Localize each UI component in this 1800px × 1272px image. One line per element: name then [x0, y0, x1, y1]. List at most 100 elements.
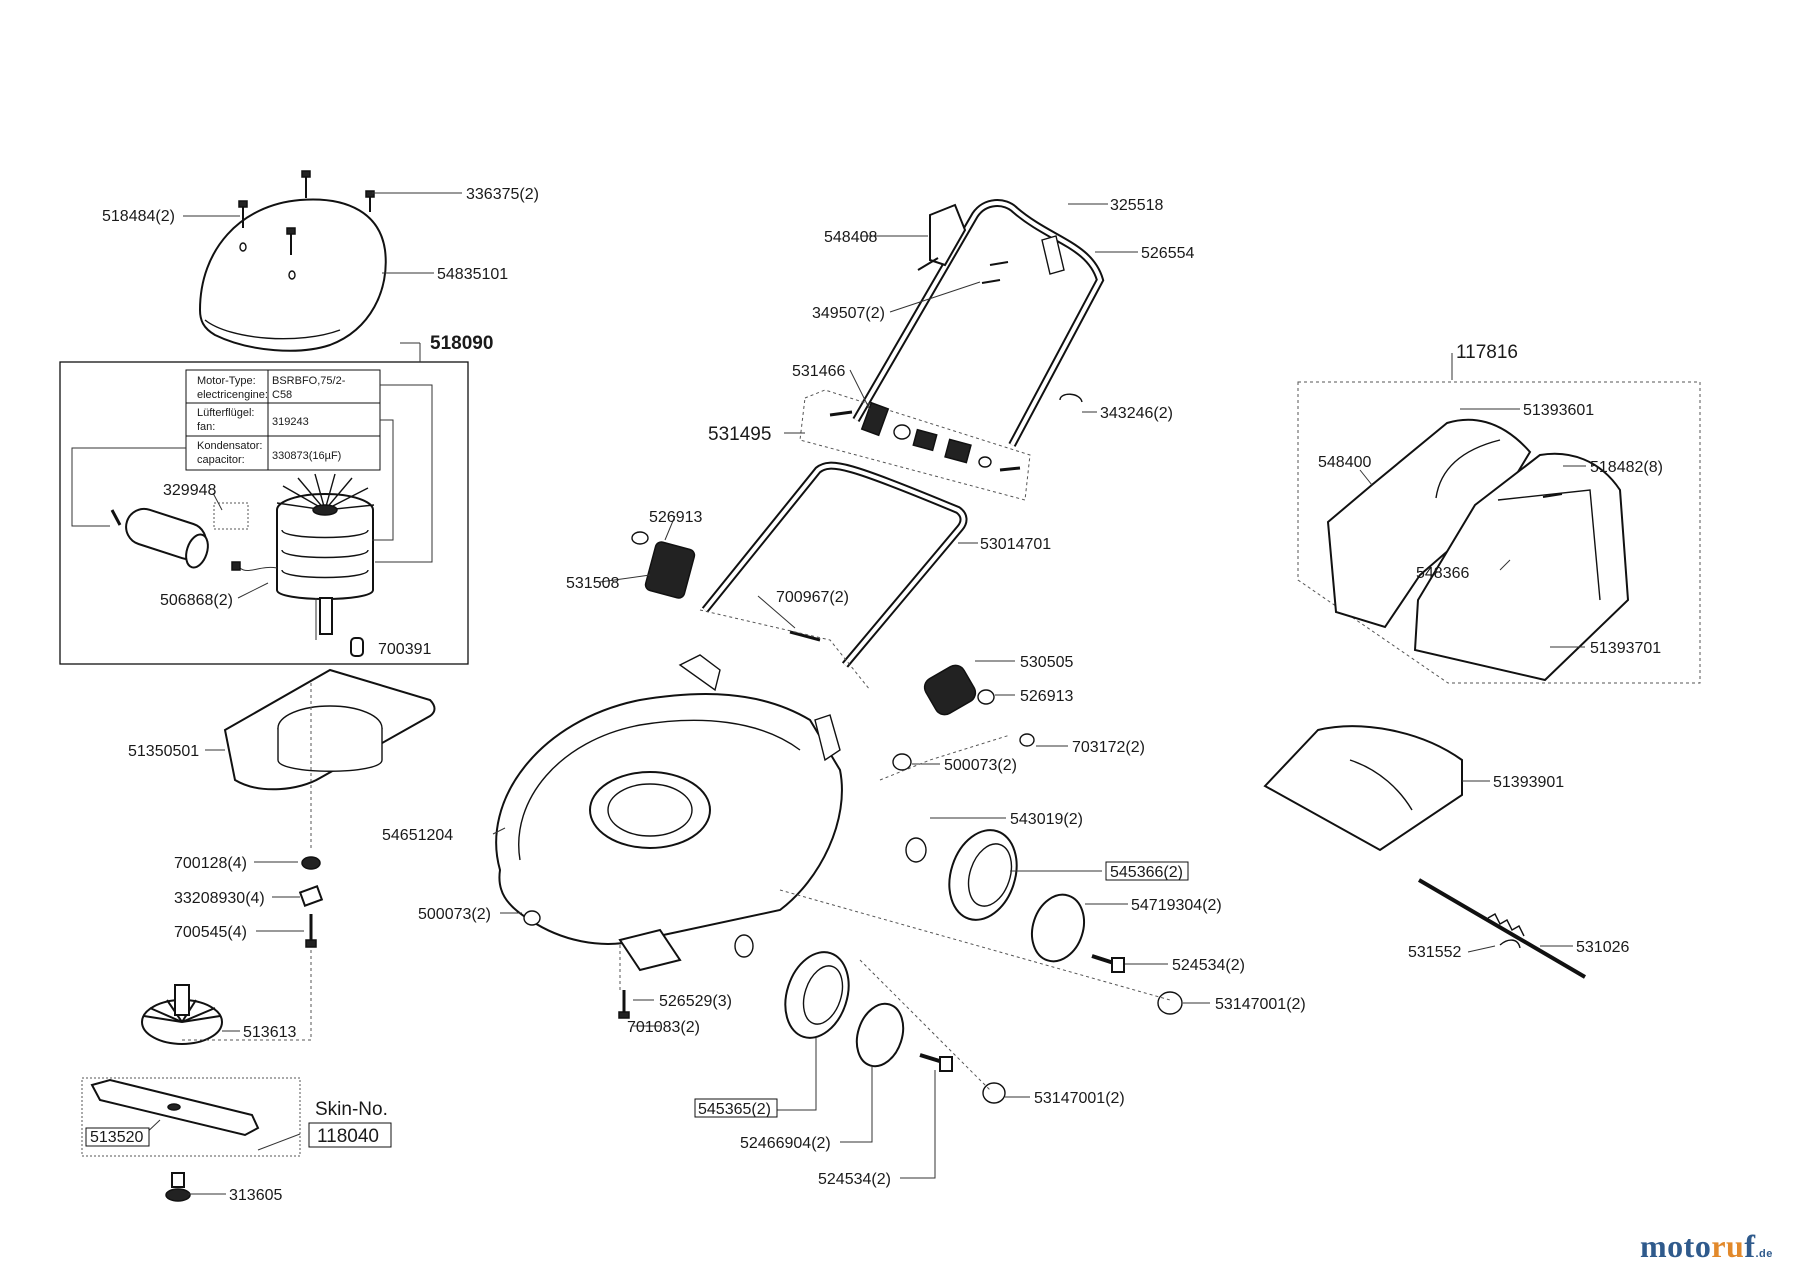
- callout-526913-mid: 526913: [1020, 688, 1073, 705]
- table-fan-value: 319243: [272, 416, 309, 428]
- callout-500073-left: 500073(2): [418, 906, 491, 923]
- label-box-545366: [1105, 861, 1189, 881]
- callout-518484: 518484(2): [102, 208, 175, 225]
- cover-screws: [238, 170, 375, 255]
- callout-545365: 545365(2): [698, 1101, 771, 1118]
- callout-labels: 518484(2) 336375(2) 54835101 518090 3299…: [90, 186, 1663, 1204]
- rear-axle-bolt-524534: [1091, 954, 1125, 973]
- brand-tld: .de: [1755, 1248, 1773, 1260]
- nut-703172: [1019, 733, 1035, 747]
- leader-lines: [71, 192, 1586, 1195]
- spring-531552: [1499, 939, 1521, 949]
- callout-513520: 513520: [90, 1129, 143, 1146]
- callout-524534-front: 524534(2): [818, 1171, 891, 1188]
- brand-part-1: moto: [1640, 1228, 1712, 1264]
- bag-screw-518482: [1542, 493, 1563, 498]
- front-axle-bolt-524534: [919, 1053, 953, 1072]
- grass-catcher-box-117816: [1297, 353, 1701, 684]
- bushing-543019: [905, 837, 927, 863]
- rear-cap-53147001: [1157, 991, 1183, 1015]
- label-box-545365: [694, 1098, 778, 1118]
- cutting-blade-513520: [81, 1077, 301, 1157]
- capacitor: [110, 507, 209, 569]
- callout-518090: 518090: [430, 333, 493, 354]
- nut-500073-left: [523, 910, 541, 926]
- brand-part-3: f: [1744, 1228, 1756, 1264]
- callout-545366: 545366(2): [1110, 864, 1183, 881]
- motor-assembly-box: [59, 342, 469, 665]
- height-adjuster-530505: [923, 664, 995, 716]
- motor-table-text: Motor-Type: electricengine: BSRBFO,75/2-…: [197, 375, 346, 466]
- table-electric-engine-label: electricengine:: [197, 389, 268, 401]
- catcher-bag-51393701: [1413, 452, 1630, 682]
- callout-53014701: 53014701: [980, 536, 1051, 553]
- screws-526529: [618, 990, 630, 1019]
- rear-hubcap-54719304: [1031, 893, 1085, 963]
- callout-543019: 543019(2): [1010, 811, 1083, 828]
- blade-adapter-513613: [141, 984, 223, 1045]
- callout-54835101: 54835101: [437, 266, 508, 283]
- callout-513613: 513613: [243, 1024, 296, 1041]
- callout-117816: 117816: [1456, 342, 1518, 363]
- callout-52466904: 52466904(2): [740, 1135, 831, 1152]
- callout-526554: 526554: [1141, 245, 1194, 262]
- callout-548408: 548408: [824, 229, 877, 246]
- callout-313605: 313605: [229, 1187, 282, 1204]
- clip-343246: [1059, 393, 1083, 403]
- switch-548408: [917, 203, 967, 271]
- callout-700391: 700391: [378, 641, 431, 658]
- callout-531026: 531026: [1576, 939, 1629, 956]
- upper-handle-526554: [852, 199, 1105, 447]
- motor-cover: [198, 198, 387, 352]
- catcher-frame-548400: [1326, 418, 1532, 629]
- fan-part-329948: [213, 502, 249, 530]
- blade-bolt-313605: [165, 1172, 191, 1202]
- callout-531552: 531552: [1408, 944, 1461, 961]
- table-motor-type-value: BSRBFO,75/2-: [272, 375, 346, 387]
- brand-part-2: ru: [1711, 1228, 1745, 1264]
- callout-349507: 349507(2): [812, 305, 885, 322]
- mower-deck: [495, 654, 843, 972]
- electric-motor: [231, 473, 375, 635]
- callout-700545: 700545(4): [174, 924, 247, 941]
- callout-325518: 325518: [1110, 197, 1163, 214]
- callout-700128: 700128(4): [174, 855, 247, 872]
- callout-531466: 531466: [792, 363, 845, 380]
- motor-key-700391: [350, 637, 364, 657]
- callout-53147001-front: 53147001(2): [1034, 1090, 1125, 1107]
- callout-700967: 700967(2): [776, 589, 849, 606]
- callout-51393701: 51393701: [1590, 640, 1661, 657]
- callout-33208930: 33208930(4): [174, 890, 265, 907]
- callout-530505: 530505: [1020, 654, 1073, 671]
- callout-343246: 343246(2): [1100, 405, 1173, 422]
- handle-knob-531508: [631, 531, 696, 599]
- table-capacitor-value: 330873(16µF): [272, 450, 341, 462]
- callout-531508: 531508: [566, 575, 619, 592]
- callout-506868: 506868(2): [160, 592, 233, 609]
- callout-526529: 526529(3): [659, 993, 732, 1010]
- handle-clamp-set-531495: [799, 389, 1031, 501]
- callout-54719304: 54719304(2): [1131, 897, 1222, 914]
- deflector-flap-51393901: [1263, 725, 1463, 852]
- callout-548366: 548366: [1416, 565, 1469, 582]
- lower-handle-53014701: [701, 461, 968, 668]
- callout-526913-top: 526913: [649, 509, 702, 526]
- spring-rod-531026: [1417, 878, 1587, 979]
- nut-33208930: [298, 885, 324, 907]
- callout-500073-right: 500073(2): [944, 757, 1017, 774]
- callout-518482: 518482(8): [1590, 459, 1663, 476]
- rear-wheel-545366: [948, 829, 1018, 921]
- table-capacitor-label-b: capacitor:: [197, 454, 245, 466]
- washer-700128: [301, 856, 321, 870]
- callout-329948: 329948: [163, 482, 216, 499]
- front-hubcap-52466904: [855, 1002, 905, 1068]
- table-motor-type-value-b: C58: [272, 389, 292, 401]
- callout-524534-rear: 524534(2): [1172, 957, 1245, 974]
- callout-703172: 703172(2): [1072, 739, 1145, 756]
- bushing-front: [734, 934, 754, 958]
- skin-no-label: Skin-No.: [315, 1099, 388, 1120]
- screws-349507: [981, 261, 1009, 284]
- callout-54651204: 54651204: [382, 827, 453, 844]
- front-cap-53147001: [982, 1082, 1006, 1104]
